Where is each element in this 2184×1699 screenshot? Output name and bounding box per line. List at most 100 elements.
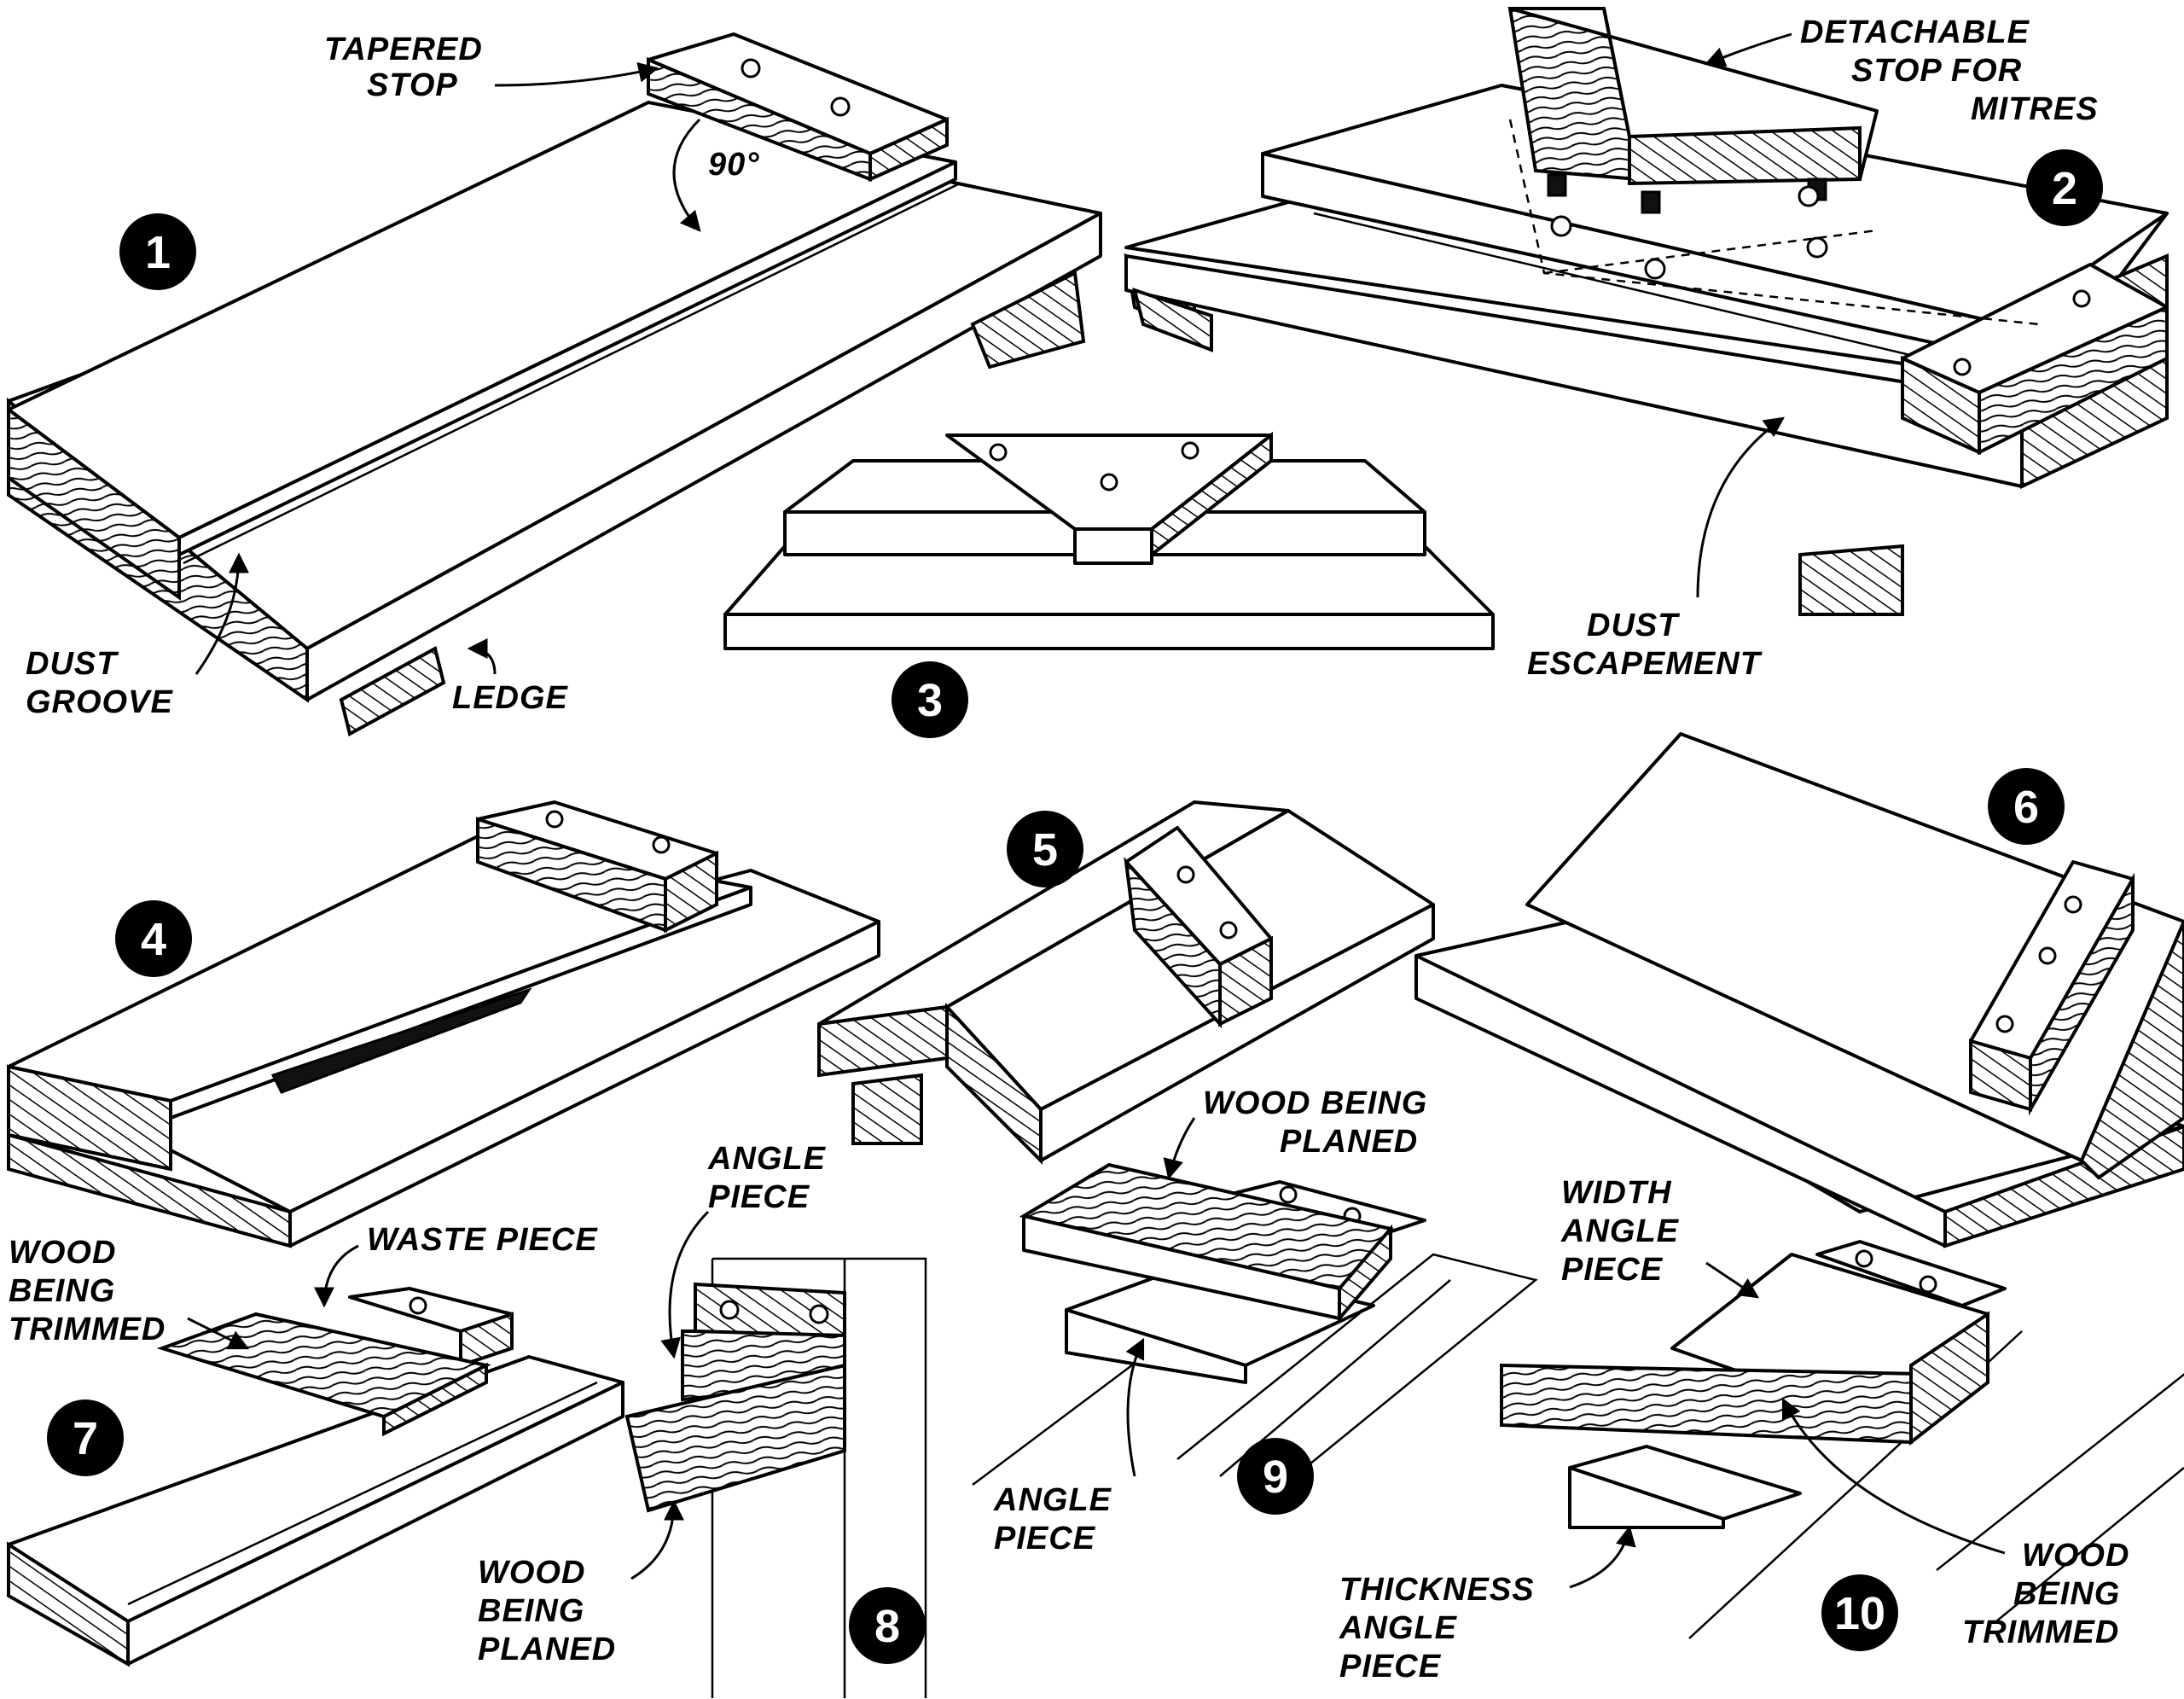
svg-text:GROOVE: GROOVE <box>26 684 173 720</box>
fig1-label-angle: 90° <box>708 147 759 183</box>
fig5-screw-2 <box>1219 921 1238 940</box>
fig9-number-badge <box>1237 1438 1314 1515</box>
figure-1: TAPERED STOP 90° DUST GROOVE LEDGE 1 <box>7 32 1102 736</box>
fig10-screw-1 <box>1855 1249 1873 1268</box>
fig3-screw-3 <box>1100 473 1118 492</box>
fig4-base-side <box>288 920 880 1248</box>
fig7-label-wood: WOOD <box>9 1235 116 1271</box>
fig10-board-edge-2 <box>1936 1373 2184 1571</box>
fig3-base-front <box>723 613 1495 650</box>
fig2-foot-right <box>1798 544 1904 616</box>
svg-text:ANGLE: ANGLE <box>707 1141 827 1177</box>
fig8-label-being: BEING <box>478 1593 584 1629</box>
fig1-groove-arrow <box>195 552 249 675</box>
fig2-number: 2 <box>2052 163 2077 214</box>
fig8-screw-1 <box>719 1300 740 1320</box>
fig3-number: 3 <box>917 675 943 726</box>
fig2-label-mitres: MITRES <box>1971 91 2099 127</box>
fig2-label-escapement: ESCAPEMENT <box>1527 646 1763 682</box>
figure-9: WOOD BEING PLANED ANGLE PIECE 9 <box>972 1085 1538 1556</box>
fig2-peg-1 <box>1547 173 1567 197</box>
fig9-label-planed: PLANED <box>1280 1124 1418 1160</box>
svg-text:DETACHABLE: DETACHABLE <box>1800 15 2030 50</box>
fig10-label-th-piece: PIECE <box>1339 1649 1442 1684</box>
fig7-label-trimmed: TRIMMED <box>9 1312 166 1347</box>
fig10-wood-top <box>1500 1363 1922 1445</box>
fig2-mitre-stop-edge <box>1628 125 1862 186</box>
fig10-board-edge-3 <box>1995 1467 2184 1622</box>
svg-text:PIECE: PIECE <box>1561 1252 1664 1288</box>
fig8-wood-planed <box>624 1363 846 1513</box>
svg-text:PLANED: PLANED <box>1280 1124 1418 1160</box>
fig8-label-piece: PIECE <box>708 1179 810 1215</box>
fig8-angle-arrow <box>660 1210 710 1359</box>
fig10-thickness-side <box>1568 1466 1725 1529</box>
fig2-mitre-guide-2 <box>1543 229 1878 275</box>
fig8-number-badge <box>849 1587 926 1664</box>
fig2-hole-2 <box>1644 258 1666 280</box>
svg-text:PIECE: PIECE <box>994 1521 1096 1556</box>
fig4-slot <box>270 987 532 1094</box>
fig1-dust-groove-line <box>183 182 961 565</box>
fig1-label-groove: GROOVE <box>26 684 173 720</box>
fig8-number: 8 <box>874 1601 900 1652</box>
figure-3: 3 <box>723 431 1495 738</box>
svg-text:PIECE: PIECE <box>1339 1649 1442 1684</box>
fig10-label-angle: ANGLE <box>1560 1213 1680 1249</box>
fig5-number: 5 <box>1032 824 1058 876</box>
fig4-screw-2 <box>652 835 671 854</box>
figure-7: WOOD BEING TRIMMED WASTE PIECE 7 <box>7 1222 624 1667</box>
fig7-base-side <box>126 1381 624 1666</box>
figure-10: WIDTH ANGLE PIECE THICKNESS ANGLE PIECE … <box>1339 1175 2184 1684</box>
svg-text:PIECE: PIECE <box>708 1179 810 1215</box>
fig4-number: 4 <box>141 914 166 965</box>
figure-8: ANGLE PIECE WOOD BEING PLANED 8 <box>478 1141 927 1698</box>
fig8-screw-2 <box>809 1304 829 1324</box>
fig1-label-stop: STOP <box>367 67 458 103</box>
fig9-screw-1 <box>1279 1185 1298 1204</box>
fig10-width-arrow <box>1705 1261 1759 1299</box>
fig8-angle-piece-top <box>694 1282 846 1338</box>
svg-text:STOP: STOP <box>367 67 458 103</box>
fig6-screw-3 <box>1995 1015 2014 1033</box>
fig1-tapered-stop-end <box>868 116 949 183</box>
fig5-right-side <box>1039 903 1435 1162</box>
fig5-stop-end <box>1218 935 1273 1027</box>
fig10-thickness-arrow <box>1569 1525 1636 1589</box>
svg-text:DUST: DUST <box>26 646 119 682</box>
fig1-angle-arc <box>672 118 701 232</box>
fig2-stop-screw-2 <box>2072 289 2091 308</box>
svg-text:BEING: BEING <box>478 1593 584 1629</box>
fig4-top-end <box>7 1064 172 1172</box>
fig7-label-waste: WASTE PIECE <box>367 1222 598 1258</box>
fig8-label-planed: PLANED <box>478 1632 616 1667</box>
fig7-number: 7 <box>73 1413 98 1464</box>
fig9-number: 9 <box>1263 1452 1288 1503</box>
fig9-label-angle: ANGLE <box>993 1482 1112 1518</box>
figure-6: 6 <box>1414 732 2184 1248</box>
fig10-label-th-angle: ANGLE <box>1339 1610 1458 1646</box>
fig1-label-dust: DUST <box>26 646 119 682</box>
fig7-waste-arrow <box>314 1244 359 1308</box>
fig5-foot <box>851 1073 923 1145</box>
svg-text:BEING: BEING <box>9 1273 115 1309</box>
fig9-angle-side <box>1065 1308 1247 1384</box>
svg-text:ANGLE: ANGLE <box>1560 1213 1680 1249</box>
fig1-stop-arrow <box>494 61 659 87</box>
svg-text:BEING: BEING <box>2013 1576 2120 1612</box>
svg-text:ESCAPEMENT: ESCAPEMENT <box>1527 646 1763 682</box>
fig3-number-badge <box>892 661 968 738</box>
fig5-screw-1 <box>1176 865 1195 884</box>
fig10-wood-end <box>1909 1311 1989 1446</box>
fig8-label-wood: WOOD <box>478 1555 585 1591</box>
fig2-number-badge <box>2026 149 2103 226</box>
fig6-slope-end <box>2079 921 2184 1180</box>
fig3-screw-2 <box>1181 441 1199 460</box>
svg-text:TAPERED: TAPERED <box>324 32 483 67</box>
fig8-wood-arrow <box>630 1499 684 1580</box>
fig8-frame-top <box>712 1257 927 1698</box>
svg-text:MITRES: MITRES <box>1971 91 2099 127</box>
fig1-base-side <box>305 212 1102 701</box>
svg-text:THICKNESS: THICKNESS <box>1339 1572 1535 1608</box>
